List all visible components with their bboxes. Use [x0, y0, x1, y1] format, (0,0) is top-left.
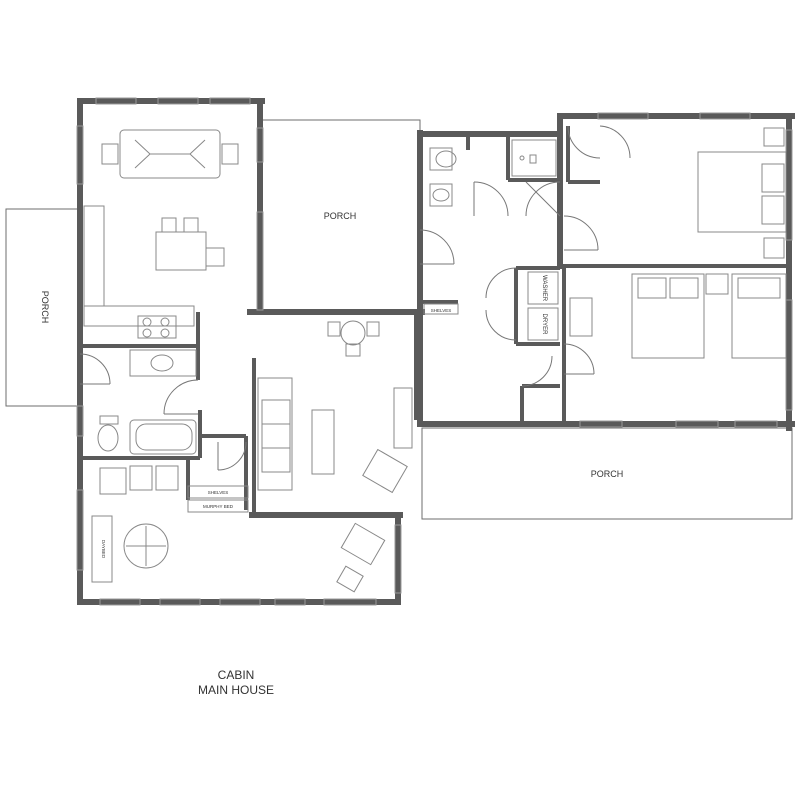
washer-label: WASHER: [541, 275, 547, 302]
murphy-bed-label: MURPHY BED: [203, 504, 234, 509]
door-swings: [79, 125, 631, 471]
caption-line-1: CABIN: [217, 668, 255, 682]
shelves-lower-label: SHELVES: [208, 490, 228, 495]
furniture: [83, 127, 787, 593]
windows: [76, 97, 793, 606]
right-porch: [421, 427, 793, 520]
daybed-label: DAYBED: [101, 540, 106, 559]
porch-right-label: PORCH: [591, 469, 624, 479]
caption-line-2: MAIN HOUSE: [197, 683, 274, 697]
shelves-label: SHELVES: [431, 308, 451, 313]
porch-top-label: PORCH: [324, 211, 357, 221]
exterior-walls: [77, 98, 795, 605]
plan-caption: CABIN MAIN HOUSE: [0, 668, 472, 698]
dryer-label: DRYER: [541, 314, 547, 336]
porch-left-label: PORCH: [40, 291, 50, 324]
